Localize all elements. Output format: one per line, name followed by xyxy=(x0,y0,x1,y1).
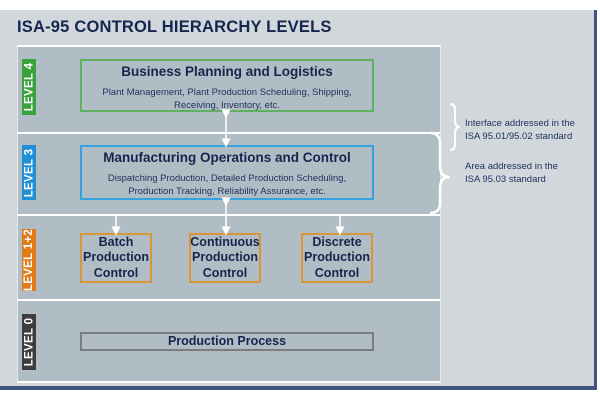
business-planning-description: Plant Management, Plant Production Sched… xyxy=(102,87,352,111)
production-process-box: Production Process xyxy=(80,332,374,351)
area-annotation: Area addressed in the ISA 95.03 standard xyxy=(465,161,558,185)
manufacturing-operations-heading: Manufacturing Operations and Control xyxy=(103,150,351,165)
interface-brace-icon xyxy=(449,103,461,151)
level-0-band xyxy=(17,299,441,383)
business-planning-heading: Business Planning and Logistics xyxy=(121,64,333,79)
manufacturing-operations-description: Dispatching Production, Detailed Product… xyxy=(107,173,347,197)
level-4-tag: LEVEL 4 xyxy=(22,59,36,115)
diagram-title: ISA-95 CONTROL HIERARCHY LEVELS xyxy=(17,18,332,36)
level-3-tag: LEVEL 3 xyxy=(22,145,36,200)
level-0-tag: LEVEL 0 xyxy=(22,314,36,370)
level-1-2-tag: LEVEL 1+2 xyxy=(22,228,36,292)
batch-control-box: Batch Production Control xyxy=(80,233,152,283)
discrete-control-box: Discrete Production Control xyxy=(301,233,373,283)
area-brace-icon xyxy=(429,131,451,215)
interface-annotation: Interface addressed in the ISA 95.01/95.… xyxy=(465,118,575,142)
